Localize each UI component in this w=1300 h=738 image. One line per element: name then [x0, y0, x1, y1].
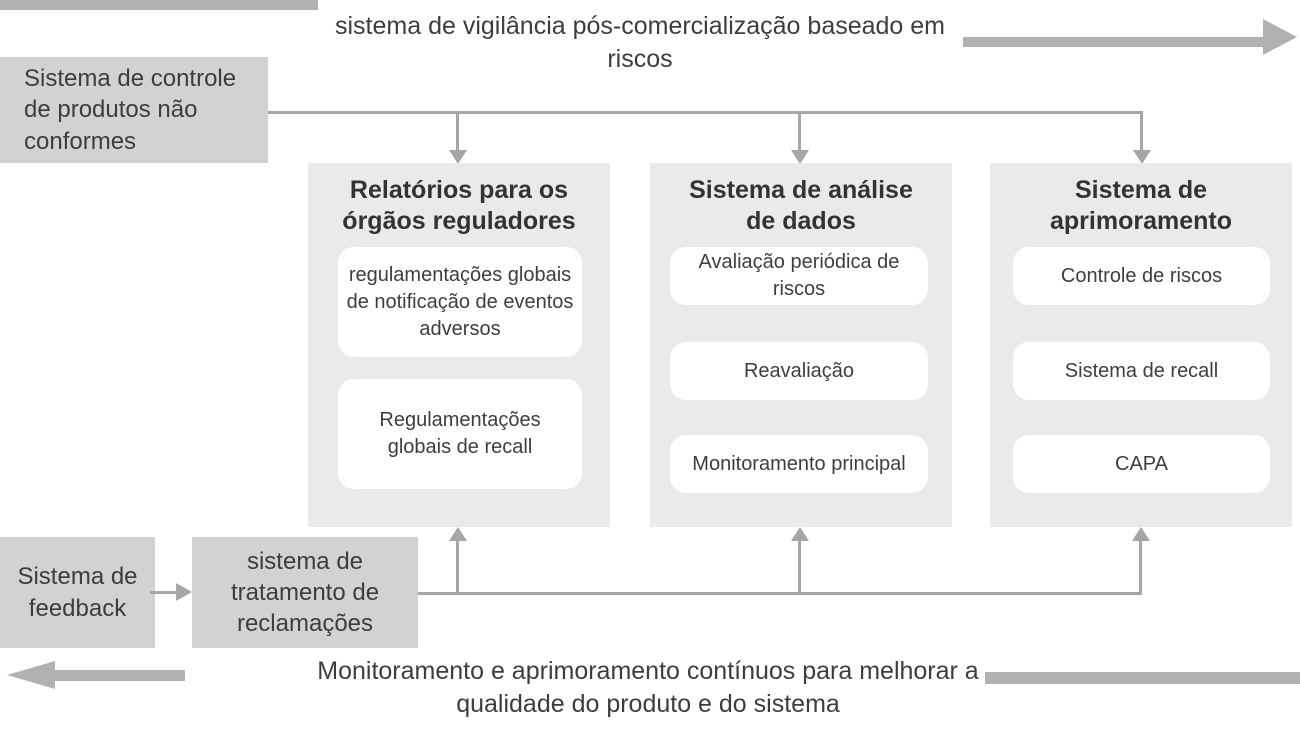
arrow-up-icon — [1132, 527, 1150, 541]
item-capa: CAPA — [1013, 435, 1270, 493]
arrow-down-icon — [791, 150, 809, 164]
nonconforming-products-box: Sistema de controle de produtos não conf… — [0, 57, 268, 163]
panel-title: Sistema de análise de dados — [689, 176, 913, 236]
nonconforming-products-label: Sistema de controle de produtos não conf… — [24, 65, 237, 155]
arrow-up-icon — [449, 527, 467, 541]
bottom-right-bar — [985, 672, 1300, 684]
arrow-up-icon — [791, 527, 809, 541]
complaint-handling-label: sistema de tratamento de reclamações — [230, 547, 380, 638]
arrow-down-icon — [449, 150, 467, 164]
top-connector-stem-1 — [456, 111, 459, 151]
top-left-bar — [0, 0, 318, 10]
item-main-monitoring: Monitoramento principal — [670, 435, 928, 493]
arrow-right-icon — [1263, 19, 1297, 55]
panel-improvement-system: Sistema de aprimoramento Controle de ris… — [990, 163, 1292, 527]
item-periodic-risk-assessment: Avaliação periódica de riscos — [670, 247, 928, 305]
item-adverse-event-regulations: regulamentações globais de notificação d… — [338, 247, 582, 357]
panel-title: Relatórios para os órgãos reguladores — [342, 176, 576, 236]
top-connector-stem-2 — [798, 111, 801, 151]
bottom-connector-stem-2 — [798, 540, 801, 592]
panel-title: Sistema de aprimoramento — [1050, 176, 1232, 236]
item-global-recall-regulations: Regulamentações globais de recall — [338, 379, 582, 489]
item-risk-control: Controle de riscos — [1013, 247, 1270, 305]
feedback-arrow-line — [150, 591, 178, 594]
feedback-system-label: Sistema de feedback — [17, 563, 138, 622]
bottom-left-arrow-body — [53, 670, 185, 681]
arrow-left-icon — [7, 661, 55, 689]
arrow-right-icon — [176, 583, 192, 601]
panel-data-analysis: Sistema de análise de dados Avaliação pe… — [650, 163, 952, 527]
bottom-connector-stem-1 — [456, 540, 459, 592]
feedback-system-box: Sistema de feedback — [0, 537, 155, 648]
arrow-down-icon — [1133, 150, 1151, 164]
item-reassessment: Reavaliação — [670, 342, 928, 400]
top-right-arrow-body — [963, 37, 1263, 47]
bottom-connector-stem-3 — [1139, 540, 1142, 595]
bottom-band-title: Monitoramento e aprimoramento contínuos … — [317, 657, 979, 718]
complaint-handling-box: sistema de tratamento de reclamações — [192, 537, 418, 648]
panel-regulatory-reports: Relatórios para os órgãos reguladores re… — [308, 163, 610, 527]
top-connector-hline — [268, 111, 1143, 114]
item-recall-system: Sistema de recall — [1013, 342, 1270, 400]
bottom-connector-hline — [418, 592, 1142, 595]
top-connector-stem-3 — [1140, 111, 1143, 151]
top-band-title: sistema de vigilância pós-comercializaçã… — [334, 12, 946, 73]
